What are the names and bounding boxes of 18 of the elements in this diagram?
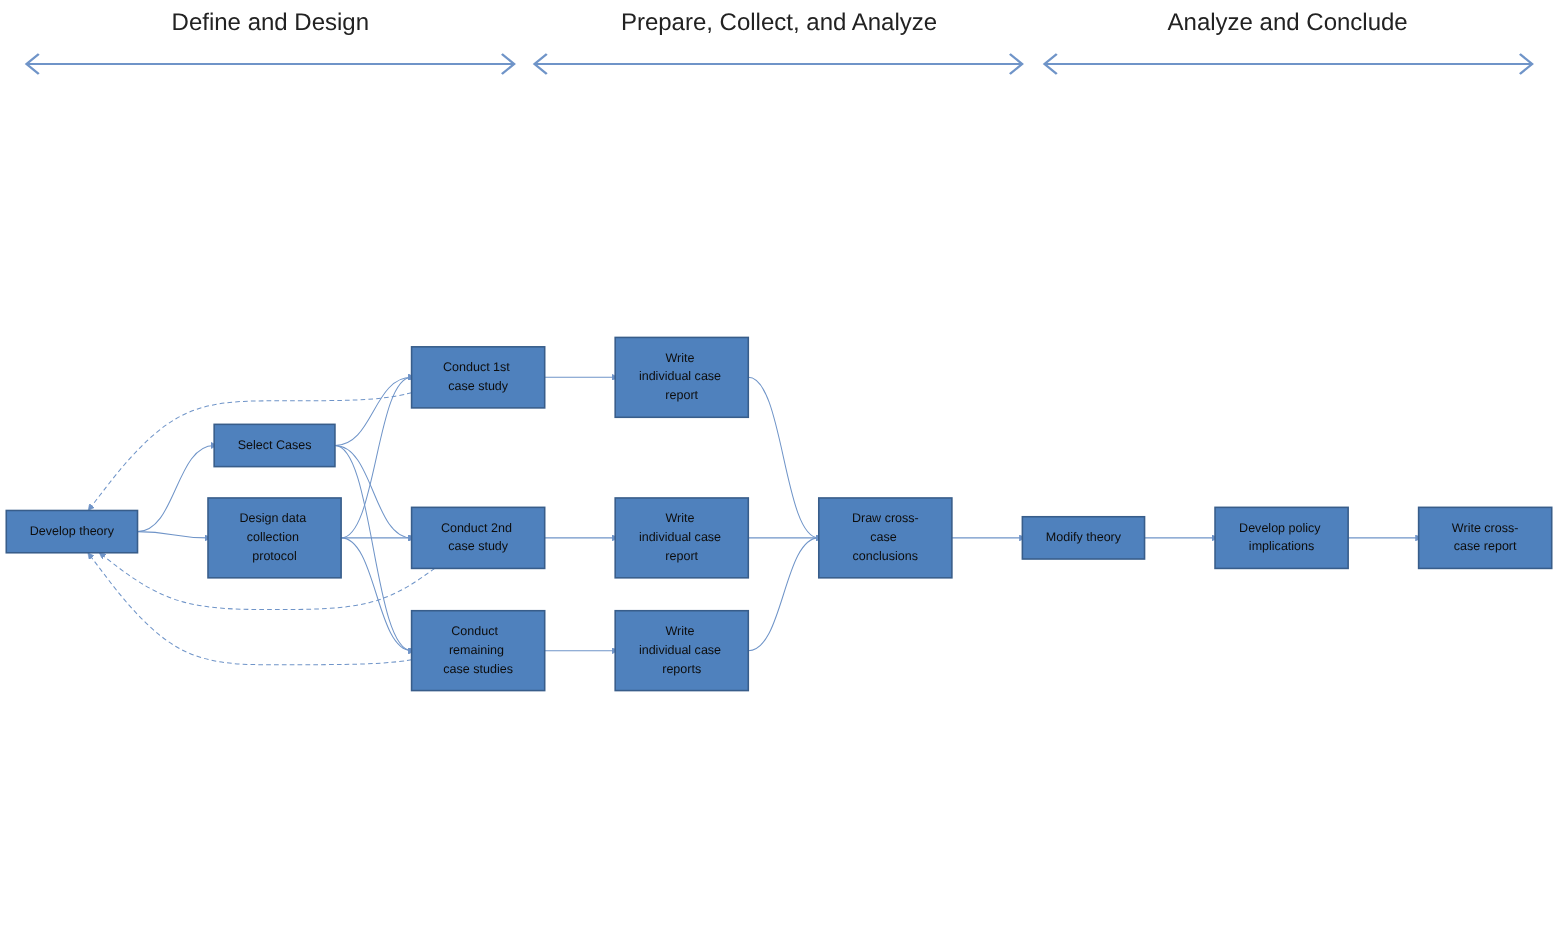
arrow <box>334 444 415 653</box>
arrow <box>98 552 436 611</box>
phase-label: Analyze and Conclude <box>1167 8 1408 36</box>
arrow <box>340 375 415 539</box>
arrow <box>951 534 1026 542</box>
arrow <box>340 537 415 654</box>
arrow <box>334 444 415 541</box>
arrow <box>544 373 619 381</box>
arrow <box>1144 534 1219 542</box>
arrow <box>87 552 413 666</box>
arrow <box>544 647 619 655</box>
arrow <box>747 376 822 540</box>
arrow <box>137 531 212 542</box>
arrow <box>87 392 413 511</box>
phase-label: Define and Design <box>171 8 370 36</box>
phase-label: Prepare, Collect, and Analyze <box>620 8 938 36</box>
arrow <box>137 442 218 533</box>
arrow <box>544 534 619 542</box>
